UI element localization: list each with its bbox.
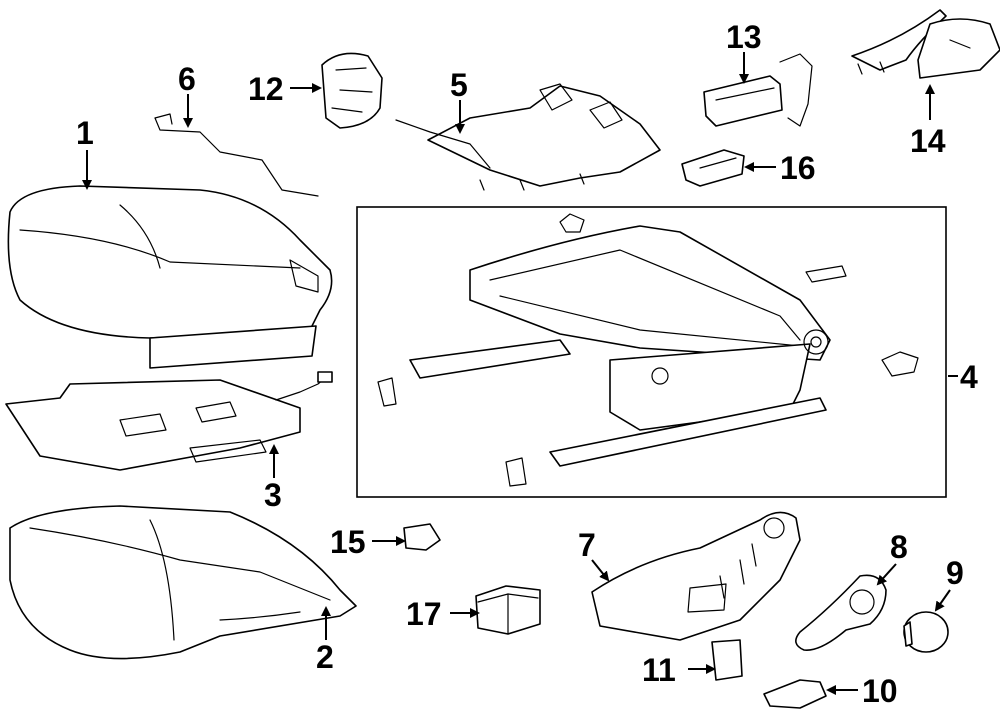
callout-labels: 1 2 3 4 5 6 7 8 9 10 11 12 13 14 15 16 1… [76,19,978,709]
callout-8: 8 [890,529,908,565]
part-10-cover [763,679,827,709]
callout-14: 14 [910,123,946,159]
part-4-seat-frame [377,213,919,487]
callout-5: 5 [450,67,468,103]
callout-2: 2 [316,639,334,675]
part-2-cushion-pad [9,505,357,660]
part-4-group-box [356,206,947,498]
callout-6: 6 [178,61,196,97]
part-17-switch [475,585,541,635]
callout-4: 4 [960,359,978,395]
part-11-clip [711,639,743,681]
part-5-adjuster-mechanism [395,83,661,191]
part-16-clip [681,149,745,187]
callout-17: 17 [406,596,442,632]
callout-3: 3 [264,477,282,513]
callout-7: 7 [578,527,596,563]
part-1-seat-cushion-cover [7,185,333,369]
part-3-seat-heater [5,371,333,471]
part-15-clip [403,523,441,551]
leader-lines [82,52,958,695]
part-7-side-shield [591,511,801,641]
part-8-lever [795,574,887,651]
part-6-wire [154,113,319,197]
callout-10: 10 [862,673,898,709]
callout-1: 1 [76,115,94,151]
callout-9: 9 [946,555,964,591]
callout-11: 11 [642,652,676,688]
part-12-side-cover [321,52,383,129]
part-9-knob [903,611,949,653]
part-13-motor [703,53,813,127]
part-14-recliner-bracket [851,9,1000,79]
callout-15: 15 [330,524,366,560]
callout-16: 16 [780,150,816,186]
callout-12: 12 [248,71,284,107]
callout-13: 13 [726,19,762,55]
